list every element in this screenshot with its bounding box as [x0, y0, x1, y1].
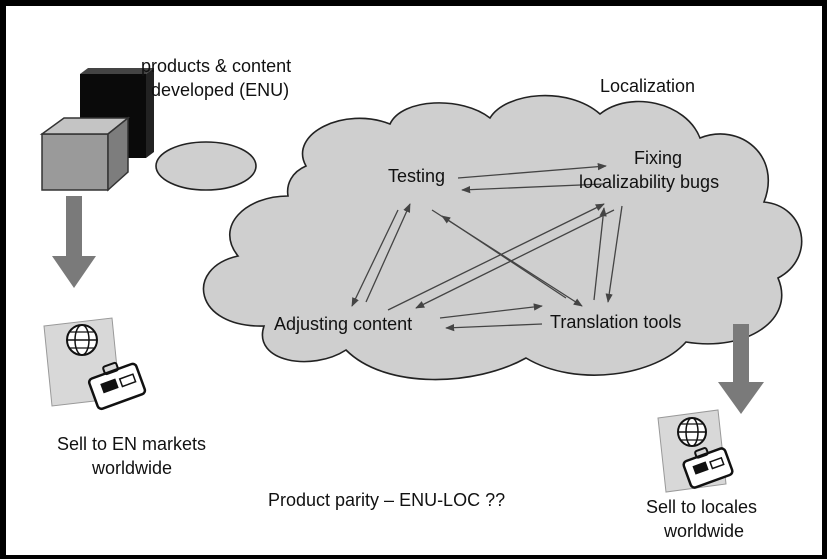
node-adjusting-content: Adjusting content [274, 314, 412, 334]
globe-suitcase-icon-en [43, 317, 147, 411]
down-arrow-left-icon [52, 196, 96, 288]
localization-cloud [155, 94, 803, 381]
en-markets-line2: worldwide [91, 458, 172, 478]
node-translation-tools: Translation tools [550, 312, 681, 332]
down-arrow-right-icon [718, 324, 764, 414]
product-boxes-icon [39, 68, 154, 192]
localization-diagram: products & content developed (ENU) Local… [39, 56, 803, 541]
source-label-line1: products & content [141, 56, 291, 76]
slide-frame: products & content developed (ENU) Local… [5, 5, 823, 556]
en-markets-line1: Sell to EN markets [57, 434, 206, 454]
node-testing: Testing [388, 166, 445, 186]
flow-arrows [351, 163, 623, 332]
cloud-title: Localization [600, 76, 695, 96]
globe-suitcase-icon-locales [657, 409, 734, 493]
locales-line1: Sell to locales [646, 497, 757, 517]
locales-line2: worldwide [663, 521, 744, 541]
source-label-line2: developed (ENU) [151, 80, 289, 100]
node-fixing-line1: Fixing [634, 148, 682, 168]
node-fixing-line2: localizability bugs [579, 172, 719, 192]
product-parity-text: Product parity – ENU-LOC ?? [268, 490, 505, 510]
